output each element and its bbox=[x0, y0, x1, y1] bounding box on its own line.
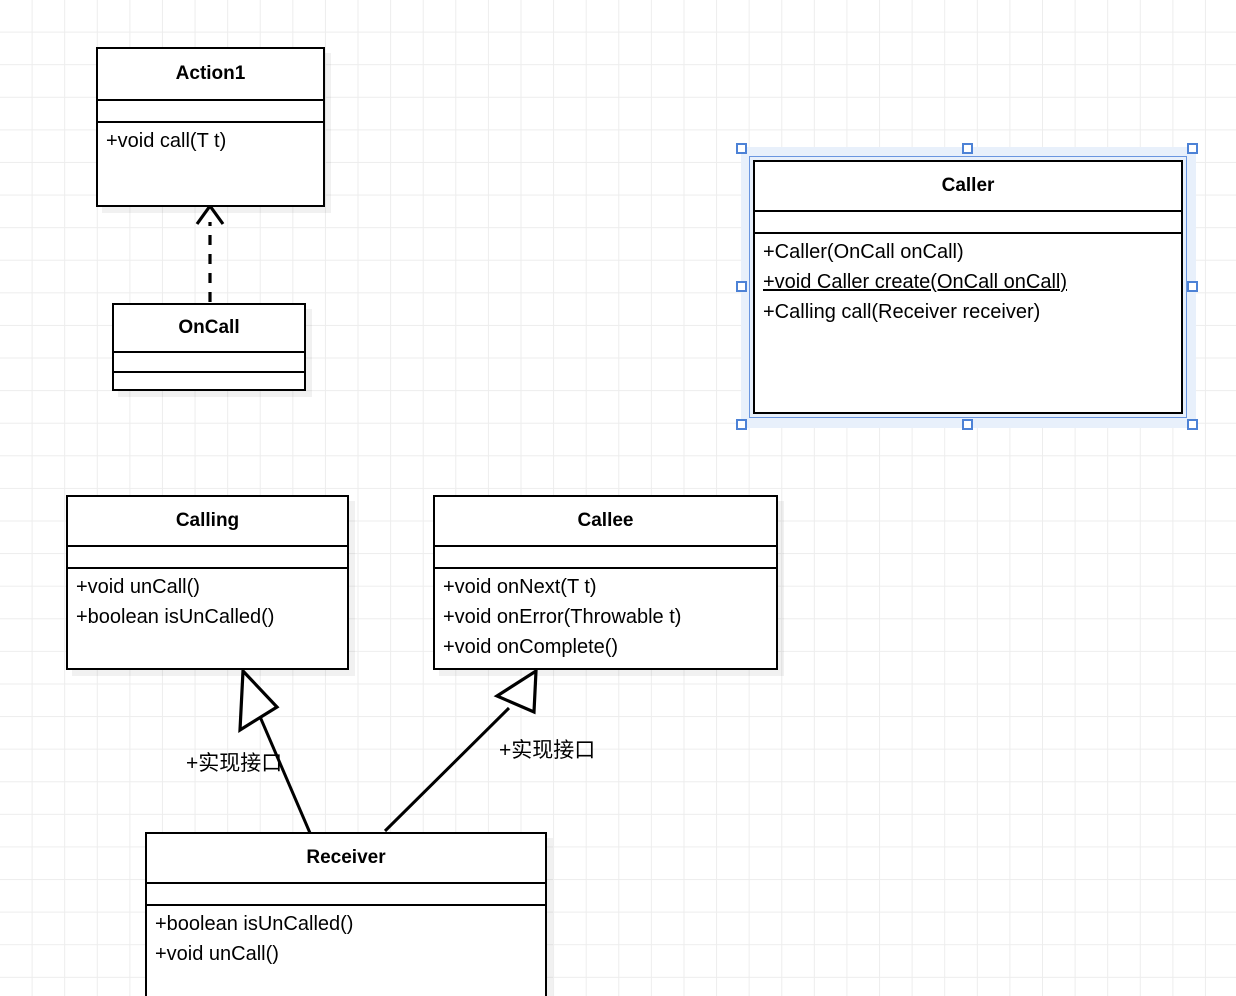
class-name-caller: Caller bbox=[755, 162, 1181, 212]
class-name-action1: Action1 bbox=[98, 49, 323, 101]
operation-row: +Caller(OnCall onCall) bbox=[763, 241, 964, 263]
hollow-triangle-arrowhead bbox=[493, 667, 538, 715]
edge-label-implements-callee: +实现接口 bbox=[499, 739, 596, 762]
uml-class-receiver[interactable]: Receiver +boolean isUnCalled() +void unC… bbox=[145, 832, 547, 996]
resize-handle-se[interactable] bbox=[1187, 419, 1198, 430]
class-operations-caller: +Caller(OnCall onCall) +void Caller crea… bbox=[755, 234, 1181, 412]
uml-class-action1[interactable]: Action1 +void call(T t) bbox=[96, 47, 325, 207]
operation-row: +boolean isUnCalled() bbox=[155, 913, 354, 935]
resize-handle-w[interactable] bbox=[736, 281, 747, 292]
operation-row: +void onError(Throwable t) bbox=[443, 606, 682, 628]
operation-row: +void unCall() bbox=[76, 576, 200, 598]
class-operations-action1: +void call(T t) bbox=[98, 123, 323, 205]
resize-handle-s[interactable] bbox=[962, 419, 973, 430]
class-name-oncall: OnCall bbox=[114, 305, 304, 353]
operation-row: +void unCall() bbox=[155, 943, 279, 965]
class-operations-calling: +void unCall() +boolean isUnCalled() bbox=[68, 569, 347, 668]
resize-handle-nw[interactable] bbox=[736, 143, 747, 154]
resize-handle-ne[interactable] bbox=[1187, 143, 1198, 154]
class-operations-callee: +void onNext(T t) +void onError(Throwabl… bbox=[435, 569, 776, 668]
hollow-triangle-arrowhead bbox=[238, 667, 280, 733]
class-name-receiver: Receiver bbox=[147, 834, 545, 884]
class-attributes-receiver bbox=[147, 884, 545, 906]
class-attributes-caller bbox=[755, 212, 1181, 234]
operation-row: +void call(T t) bbox=[106, 130, 227, 152]
uml-class-caller[interactable]: Caller +Caller(OnCall onCall) +void Call… bbox=[753, 160, 1183, 414]
resize-handle-n[interactable] bbox=[962, 143, 973, 154]
open-arrowhead bbox=[195, 203, 225, 225]
operation-row: +void onNext(T t) bbox=[443, 576, 597, 598]
edge-oncall-to-action1 bbox=[195, 203, 225, 302]
generalization-line bbox=[383, 706, 511, 833]
uml-class-oncall[interactable]: OnCall bbox=[112, 303, 306, 391]
class-operations-receiver: +boolean isUnCalled() +void unCall() bbox=[147, 906, 545, 996]
operation-row: +void onComplete() bbox=[443, 636, 619, 658]
class-attributes-callee bbox=[435, 547, 776, 569]
class-name-callee: Callee bbox=[435, 497, 776, 547]
class-operations-oncall bbox=[114, 373, 304, 389]
edge-label-implements-calling: +实现接口 bbox=[186, 752, 283, 775]
class-attributes-calling bbox=[68, 547, 347, 569]
uml-class-calling[interactable]: Calling +void unCall() +boolean isUnCall… bbox=[66, 495, 349, 670]
resize-handle-sw[interactable] bbox=[736, 419, 747, 430]
uml-class-callee[interactable]: Callee +void onNext(T t) +void onError(T… bbox=[433, 495, 778, 670]
operation-row: +Calling call(Receiver receiver) bbox=[763, 301, 1041, 323]
class-attributes-action1 bbox=[98, 101, 323, 123]
operation-row: +boolean isUnCalled() bbox=[76, 606, 275, 628]
class-name-calling: Calling bbox=[68, 497, 347, 547]
class-attributes-oncall bbox=[114, 353, 304, 373]
resize-handle-e[interactable] bbox=[1187, 281, 1198, 292]
operation-row-static: +void Caller create(OnCall onCall) bbox=[763, 271, 1068, 293]
